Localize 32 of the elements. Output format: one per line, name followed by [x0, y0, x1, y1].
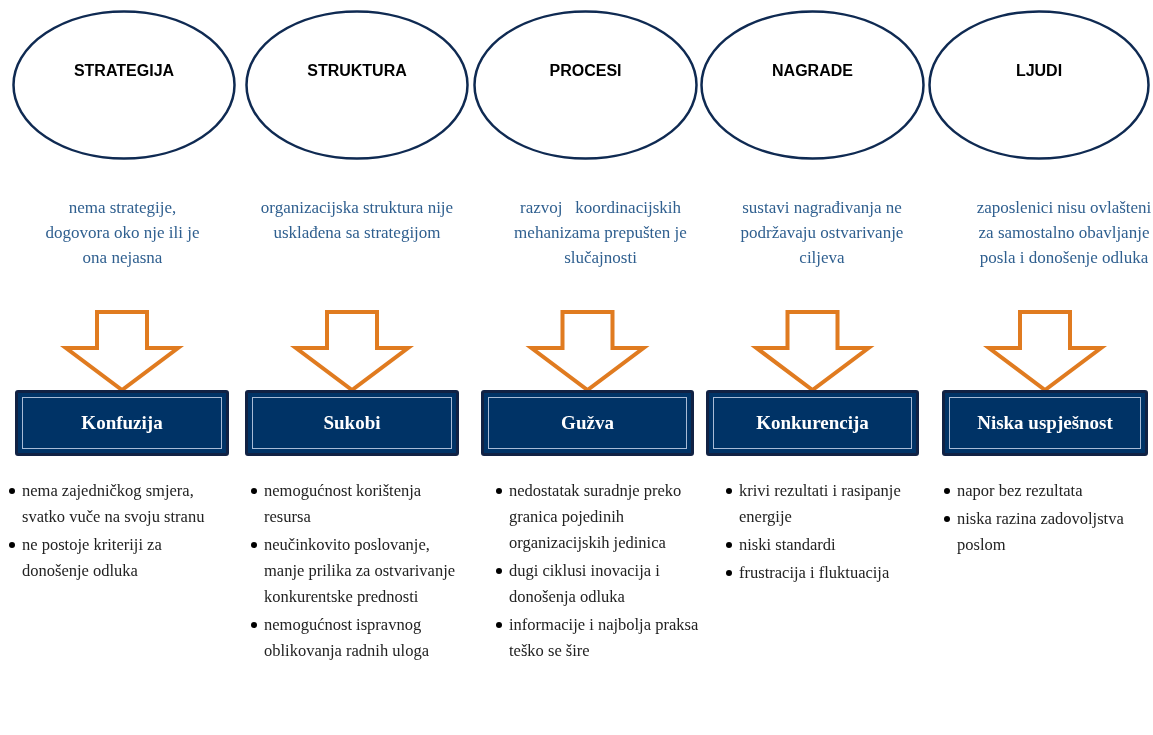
- box-label: Konfuzija: [81, 412, 163, 434]
- description-text: nema strategije, dogovora oko nje ili je ona nejasna: [44, 197, 201, 269]
- box-label: Sukobi: [323, 412, 381, 434]
- ellipse-label: PROCESI: [549, 62, 622, 81]
- bullet-item: napor bez rezultata: [943, 478, 1153, 504]
- header-box: [481, 390, 694, 456]
- description-text: zaposlenici nisu ovlašteni za samostalno obavljanje posla i donošenje odluka: [975, 197, 1153, 269]
- bullet-item: niska razina zadovoljstva poslom: [943, 506, 1153, 558]
- ellipse-label: STRATEGIJA: [73, 62, 175, 81]
- bullet-item: frustracija i fluktuacija: [725, 560, 925, 586]
- bullet-item: niski standardi: [725, 532, 925, 558]
- ellipse-label: LJUDI: [1015, 62, 1063, 81]
- bullet-item: nemogućnost ispravnog oblikovanja radnih uloga: [250, 612, 462, 664]
- box-label: Konkurencija: [756, 412, 869, 434]
- block-arrow: [60, 310, 184, 393]
- ellipse-label: NAGRADE: [772, 62, 853, 81]
- block-arrow: [525, 310, 650, 393]
- block-arrow: [750, 310, 875, 393]
- header-box: [15, 390, 229, 456]
- block-arrow: [290, 310, 414, 393]
- description-text: sustavi nagrađivanja ne podržavaju ostvarivanje ciljeva: [739, 197, 905, 269]
- description-text: razvoj koordinacijskih mehanizama prepušten je slučajnosti: [513, 197, 688, 269]
- box-label: Niska uspješnost: [977, 412, 1113, 434]
- header-box: [706, 390, 919, 456]
- bullet-item: ne postoje kriteriji za donošenje odluka: [8, 532, 220, 584]
- header-box: [245, 390, 459, 456]
- block-arrow: [983, 310, 1107, 393]
- bullet-item: informacije i najbolja praksa teško se šire: [495, 612, 705, 664]
- header-box: [942, 390, 1148, 456]
- description-text: organizacijska struktura nije usklađena sa strategijom: [259, 197, 455, 244]
- ellipse-label: STRUKTURA: [307, 62, 407, 81]
- box-label: Gužva: [561, 412, 614, 434]
